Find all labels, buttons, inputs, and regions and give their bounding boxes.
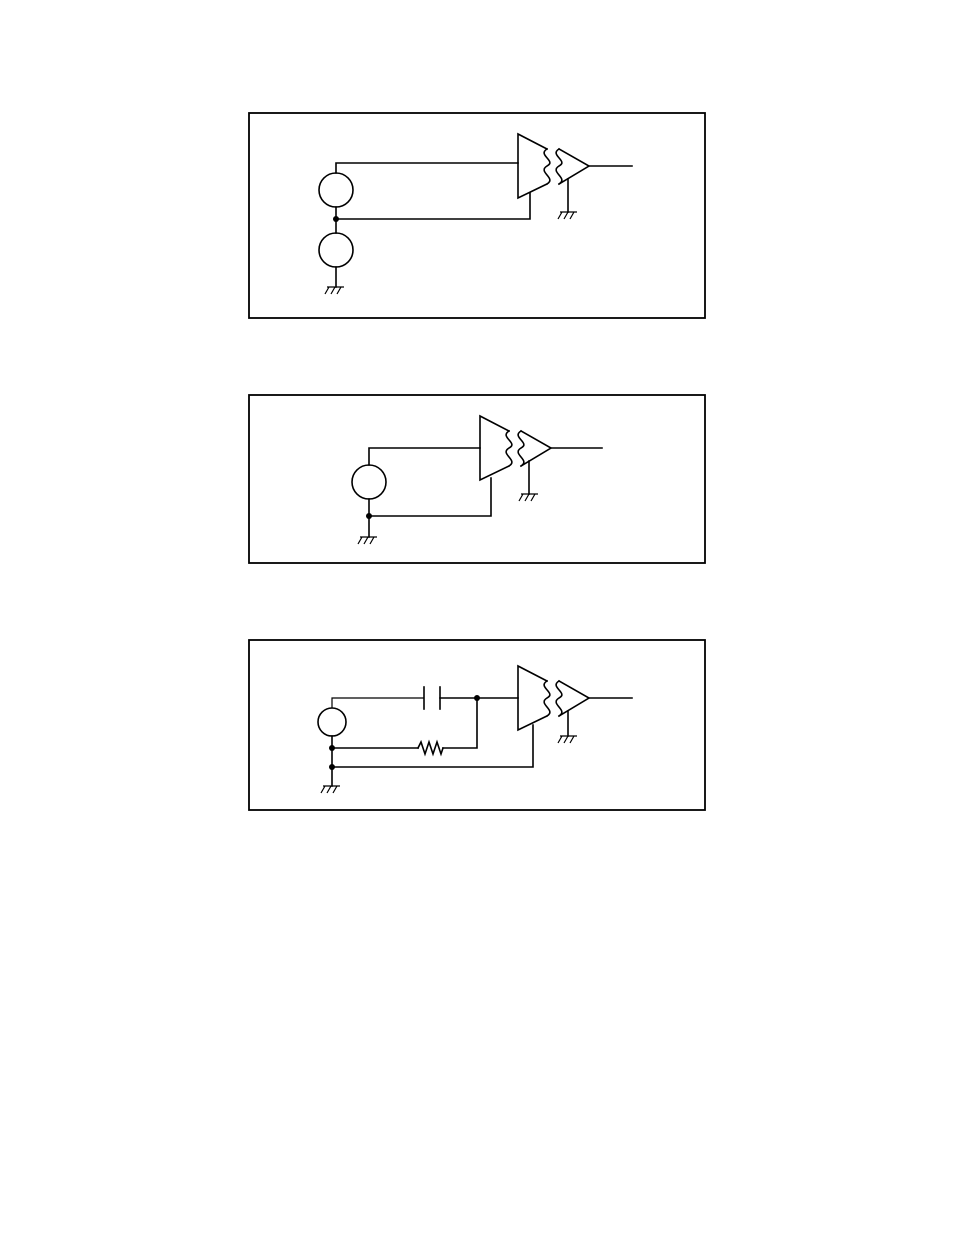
diagram-1-signal-source-upper	[319, 173, 353, 207]
diagram-2	[249, 395, 705, 563]
diagram-1-junction-dot	[333, 216, 339, 222]
diagram-2-input-wire-ref	[369, 478, 491, 516]
diagram-2-junction-dot	[366, 513, 372, 519]
diagram-2-isolation-amplifier-icon	[480, 416, 551, 480]
diagram-3-signal-source	[318, 708, 346, 736]
diagram-3-ground-icon	[321, 786, 340, 793]
diagram-2-frame	[249, 395, 705, 563]
diagram-1-signal-source-lower	[319, 233, 353, 267]
diagram-1-input-wire-ref	[336, 193, 530, 219]
diagram-3-resistor-icon	[418, 742, 443, 754]
diagram-3-res-wire-right	[443, 698, 477, 748]
diagram-1-frame	[249, 113, 705, 318]
diagram-3-isolation-amplifier-icon	[518, 666, 589, 730]
diagram-1-isolation-amplifier-icon	[518, 134, 589, 198]
diagram-3-junction-dot-ref	[329, 764, 335, 770]
diagram-1-output-ground-icon	[558, 212, 577, 219]
diagram-1	[249, 113, 705, 318]
diagram-3-output-ground-icon	[558, 736, 577, 743]
diagram-2-output-ground-icon	[519, 494, 538, 501]
diagram-2-input-wire-top	[369, 448, 480, 465]
diagram-1-input-wire-top	[336, 163, 518, 173]
diagram-3	[249, 640, 705, 810]
diagram-2-signal-source	[352, 465, 386, 499]
diagram-2-ground-icon	[358, 537, 377, 544]
diagram-1-ground-icon	[325, 287, 344, 294]
diagram-3-junction-dot-res	[329, 745, 335, 751]
diagram-3-cap-wire-left	[332, 698, 424, 708]
diagram-3-capacitor-icon	[424, 687, 440, 709]
diagram-3-input-wire-ref	[332, 725, 533, 767]
